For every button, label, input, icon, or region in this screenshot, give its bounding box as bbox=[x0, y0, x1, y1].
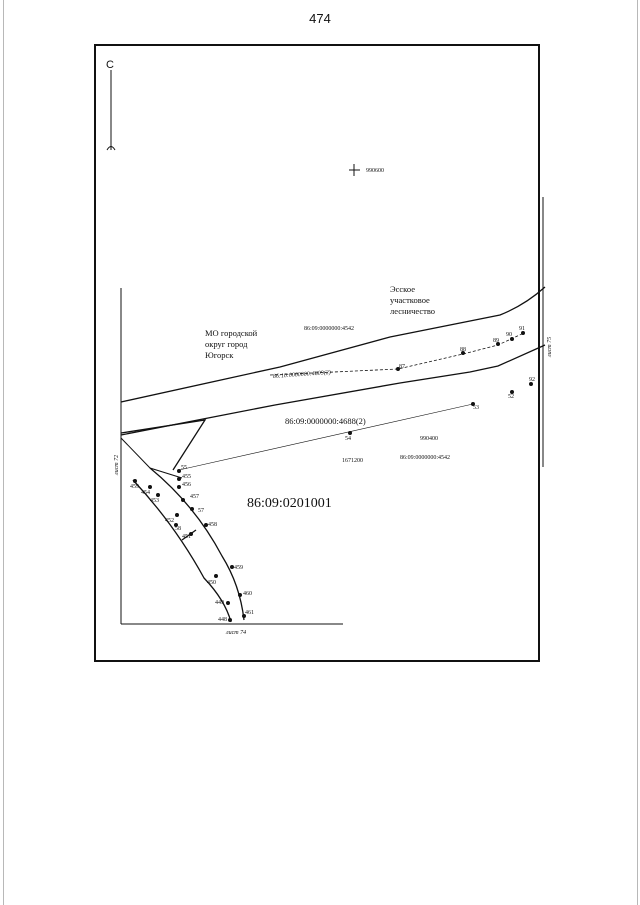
point-label: 54 bbox=[345, 436, 351, 442]
point-label: 455 bbox=[182, 474, 191, 480]
point-label: 461 bbox=[245, 610, 254, 616]
point-label: 89 bbox=[493, 338, 499, 344]
parcel-label-bottom: 86:09:0000000:4542 bbox=[400, 455, 450, 461]
point-label: 57 bbox=[198, 508, 204, 514]
point-label: 453 bbox=[150, 498, 159, 504]
parcel-label-top: 86:09:0000000:4542 bbox=[304, 326, 354, 332]
wedge-outline bbox=[120, 437, 183, 479]
page-number: 474 bbox=[309, 11, 331, 26]
curved-road bbox=[132, 467, 245, 623]
point-label: 58 bbox=[175, 526, 181, 532]
scan-edge-right bbox=[637, 0, 638, 905]
point-label: 88 bbox=[460, 347, 466, 353]
sheet-bottom-label: лист 74 bbox=[225, 629, 246, 636]
dashed-parcel-line bbox=[269, 332, 525, 376]
point-label: 451 bbox=[182, 534, 191, 540]
sheet-boundaries bbox=[120, 197, 544, 625]
parcel-boundary-line bbox=[178, 403, 474, 471]
forestry-label-line: Эсское bbox=[390, 284, 415, 294]
point-label: 55 bbox=[181, 465, 187, 471]
point-label: 452 bbox=[165, 518, 174, 524]
point-label: 454 bbox=[141, 490, 150, 496]
sheet-left-label: лист 72 bbox=[114, 455, 120, 476]
municipality-label-line: округ город bbox=[205, 339, 248, 349]
sheet-labels: лист 72 лист 75 лист 74 bbox=[114, 337, 553, 636]
point-label: 92 bbox=[529, 377, 535, 383]
point-label: 449 bbox=[215, 600, 224, 606]
forestry-label-line: участковое bbox=[390, 295, 430, 305]
grid-mark-label: 990600 bbox=[366, 168, 384, 174]
parcel-label-dashed: 86:10:0000000:4809(2) bbox=[273, 369, 331, 380]
block-label: 86:09:0201001 bbox=[247, 496, 332, 511]
point-label: 448 bbox=[218, 617, 227, 623]
point-label: 459 bbox=[130, 484, 139, 490]
municipality-label-line: Югорск bbox=[205, 350, 234, 360]
point-label: 458 bbox=[208, 522, 217, 528]
area-labels: Эсское участковое лесничество МО городск… bbox=[205, 284, 450, 511]
grid-cross-mark: 990600 bbox=[349, 164, 384, 176]
point-label: 52 bbox=[508, 394, 514, 400]
point-label: 459 bbox=[234, 565, 243, 571]
point-labels: 91 90 89 88 87 53 52 92 54 55 455 456 45… bbox=[130, 326, 535, 623]
north-arrow: С bbox=[106, 59, 116, 151]
point-label: 460 bbox=[243, 591, 252, 597]
point-label: 91 bbox=[519, 326, 525, 332]
survey-points bbox=[133, 331, 533, 622]
sheet-right-label: лист 75 bbox=[547, 337, 553, 358]
coord-x-label: 1671200 bbox=[342, 458, 363, 464]
coord-y-label: 990400 bbox=[420, 436, 438, 442]
north-label: С bbox=[106, 59, 114, 71]
point-label: 87 bbox=[399, 364, 405, 370]
point-label: 457 bbox=[190, 494, 199, 500]
municipality-label-line: МО городской bbox=[205, 328, 258, 338]
scan-edge-left bbox=[3, 0, 4, 905]
point-label: 90 bbox=[506, 332, 512, 338]
road-corridor bbox=[120, 286, 546, 471]
parcel-label-mid: 86:09:0000000:4688(2) bbox=[285, 416, 366, 426]
map-frame bbox=[94, 44, 540, 662]
forestry-label-line: лесничество bbox=[390, 306, 435, 316]
point-label: 53 bbox=[473, 405, 479, 411]
point-label: 450 bbox=[207, 580, 216, 586]
point-label: 456 bbox=[182, 482, 191, 488]
